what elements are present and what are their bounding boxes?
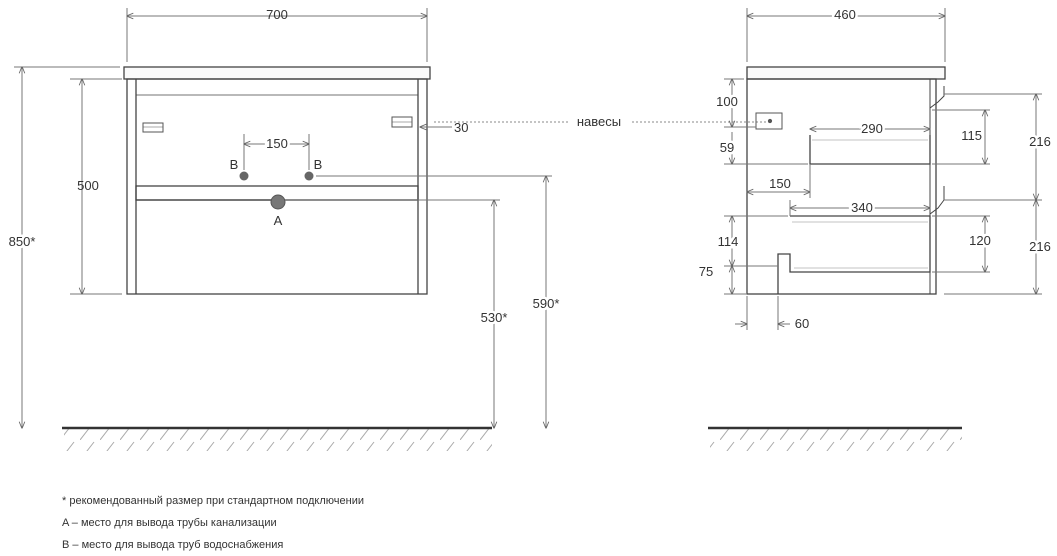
side-cabinet-body — [746, 78, 937, 295]
front-total-height-label: 850* — [9, 234, 36, 249]
side-upper-handle — [929, 86, 945, 109]
side-floor — [708, 426, 962, 451]
side-114-label: 114 — [718, 234, 739, 249]
side-59-label: 59 — [720, 140, 734, 155]
pipe-b-left-point — [239, 171, 249, 181]
note-recommended-size: * рекомендованный размер при стандартном… — [62, 495, 364, 507]
side-upper-drawer-box — [809, 135, 931, 165]
front-hinge-offset-label: 30 — [454, 120, 468, 135]
side-75-label: 75 — [699, 264, 713, 279]
pipe-b-right-point — [304, 171, 314, 181]
pipe-a-point — [270, 194, 286, 210]
side-150-label: 150 — [769, 176, 791, 191]
front-hinge-left — [142, 122, 164, 133]
note-water-outlet: B – место для вывода труб водоснабжения — [62, 539, 284, 551]
front-width-label: 700 — [266, 7, 288, 22]
side-100-label: 100 — [716, 94, 738, 109]
side-lower-drawer-box — [777, 215, 931, 294]
side-60-label: 60 — [795, 316, 809, 331]
side-depth-label: 460 — [834, 7, 856, 22]
side-120-label: 120 — [969, 233, 991, 248]
note-sewer-outlet: A – место для вывода трубы канализации — [62, 517, 277, 529]
pipe-b-left-label: B — [230, 157, 239, 172]
side-290-label: 290 — [861, 121, 883, 136]
front-floor — [62, 426, 492, 451]
side-hinge — [755, 112, 783, 130]
pipe-spacing-label: 150 — [266, 136, 288, 151]
legend-notes: * рекомендованный размер при стандартном… — [62, 490, 364, 556]
pipe-b-right-label: B — [314, 157, 323, 172]
front-countertop — [123, 66, 431, 80]
pipe-a-label: A — [274, 213, 283, 228]
side-lower-handle — [929, 186, 945, 215]
side-115-label: 115 — [961, 128, 982, 143]
side-216-bottom-label: 216 — [1029, 239, 1051, 254]
side-216-top-label: 216 — [1029, 134, 1051, 149]
front-view — [123, 66, 431, 295]
front-hinge-right — [391, 116, 413, 128]
front-dimensions — [14, 8, 552, 428]
front-height-label: 500 — [77, 178, 99, 193]
side-countertop — [746, 66, 946, 80]
height-a-label: 530* — [481, 310, 508, 325]
side-dimensions — [724, 8, 1042, 330]
front-cabinet-body — [126, 78, 428, 295]
side-view — [746, 66, 946, 295]
height-b-label: 590* — [533, 296, 560, 311]
hinges-label: навесы — [577, 114, 621, 129]
side-340-label: 340 — [851, 200, 873, 215]
